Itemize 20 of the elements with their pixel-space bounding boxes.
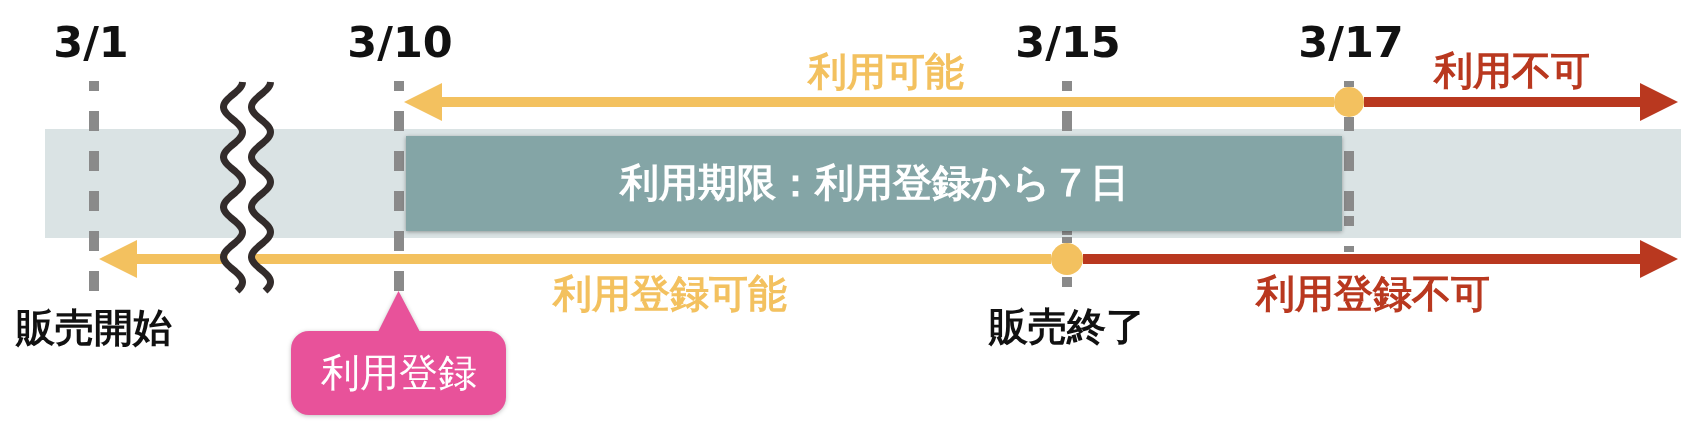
arrow xyxy=(404,83,1334,121)
edge-label: 利用登録可能 xyxy=(553,273,787,313)
date-label: 3/10 xyxy=(347,20,453,64)
edge-label: 利用不可 xyxy=(1434,50,1590,90)
edge-label: 利用登録不可 xyxy=(1256,273,1490,313)
period-text: 利用期限：利用登録から７日 xyxy=(619,162,1129,205)
callout-bubble xyxy=(291,291,506,415)
date-label: 3/1 xyxy=(53,20,129,64)
arrow xyxy=(1083,240,1678,278)
period-box xyxy=(406,136,1342,231)
date-label: 3/15 xyxy=(1015,20,1121,64)
edge-label: 利用可能 xyxy=(808,51,964,91)
event-label: 販売終了 xyxy=(989,306,1145,346)
arrow xyxy=(99,240,1051,278)
callout-text: 利用登録 xyxy=(320,351,477,395)
milestone-dot xyxy=(1334,87,1364,117)
date-label: 3/17 xyxy=(1298,20,1404,64)
arrow xyxy=(1364,83,1678,121)
milestone-dot xyxy=(1051,243,1083,275)
event-label: 販売開始 xyxy=(16,307,172,347)
